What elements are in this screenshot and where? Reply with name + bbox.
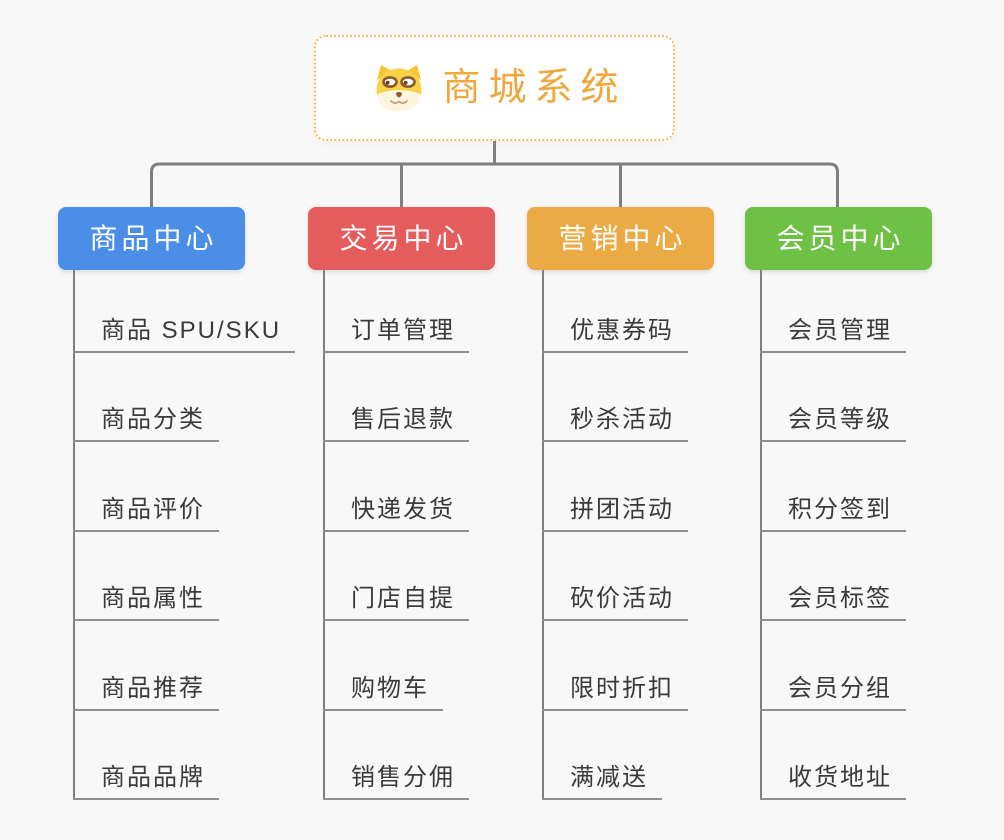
branch-trunk-line [73,270,75,800]
child-topic[interactable]: 秒杀活动 [542,408,688,442]
branch-trunk-line [542,270,544,800]
branch: 商品中心 商品 SPU/SKU 商品分类 商品评价 商品属性 商品推荐 [58,207,328,807]
child-topic[interactable]: 优惠券码 [542,319,688,353]
branch-label: 会员中心 [776,222,905,254]
doge-icon [376,65,422,112]
branch-node[interactable]: 营销中心 [527,207,714,270]
child-topic[interactable]: 商品推荐 [73,677,219,711]
child-topic[interactable]: 会员管理 [760,319,906,353]
branch-label: 交易中心 [339,222,468,254]
child-topic[interactable]: 砍价活动 [542,587,688,621]
child-topic[interactable]: 拼团活动 [542,498,688,532]
branch-label: 营销中心 [558,222,687,254]
child-topic[interactable]: 会员等级 [760,408,906,442]
child-topic[interactable]: 销售分佣 [323,766,469,800]
branch-node[interactable]: 会员中心 [745,207,932,270]
root-title: 商城系统 [442,67,627,109]
branch: 营销中心 优惠券码 秒杀活动 拼团活动 砍价活动 限时折扣 [527,207,797,807]
child-topic[interactable]: 会员标签 [760,587,906,621]
child-topic[interactable]: 商品分类 [73,408,219,442]
child-topic[interactable]: 商品品牌 [73,766,219,800]
root-node[interactable]: 商城系统 [314,35,675,141]
child-topic[interactable]: 会员分组 [760,677,906,711]
child-topic[interactable]: 收货地址 [760,766,906,800]
branch: 会员中心 会员管理 会员等级 积分签到 会员标签 会员分组 [745,207,1004,807]
child-topic[interactable]: 售后退款 [323,408,469,442]
child-topic[interactable]: 满减送 [542,766,662,800]
child-topic[interactable]: 商品 SPU/SKU [73,319,296,353]
child-topic[interactable]: 积分签到 [760,498,906,532]
branch: 交易中心 订单管理 售后退款 快递发货 门店自提 购物车 [308,207,578,807]
branch-trunk-line [323,270,325,800]
child-topic[interactable]: 快递发货 [323,498,469,532]
child-topic[interactable]: 门店自提 [323,587,469,621]
branch-trunk-line [760,270,762,800]
child-topic[interactable]: 订单管理 [323,319,469,353]
child-topic[interactable]: 购物车 [323,677,443,711]
child-topic[interactable]: 商品评价 [73,498,219,532]
branch-node[interactable]: 交易中心 [308,207,495,270]
branch-label: 商品中心 [89,222,218,254]
child-topic[interactable]: 限时折扣 [542,677,688,711]
child-topic[interactable]: 商品属性 [73,587,219,621]
branch-node[interactable]: 商品中心 [58,207,245,270]
